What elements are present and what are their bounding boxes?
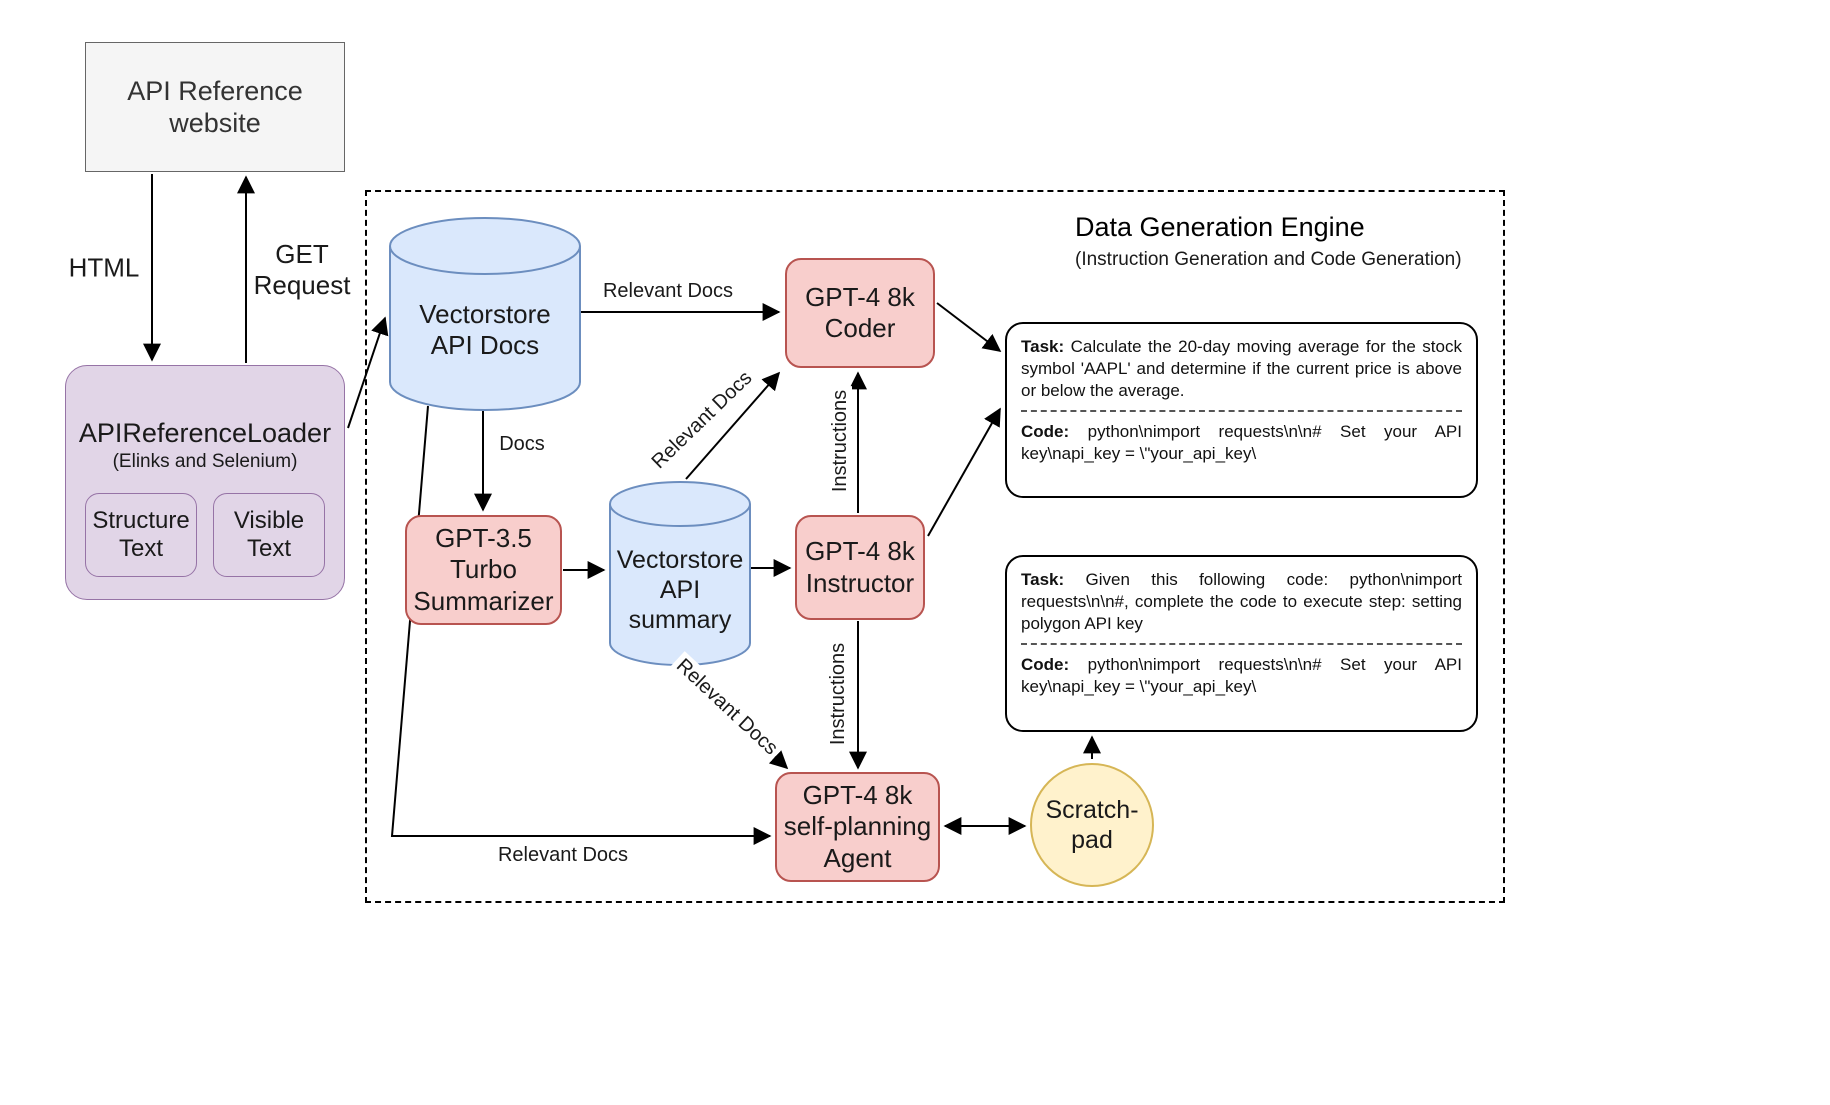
- task-code-divider: [1021, 410, 1462, 413]
- edge-label-instructions-top: Instructions: [828, 385, 852, 497]
- vectorstore-summary-cylinder-rim: [609, 503, 751, 527]
- loader-title: APIReferenceLoader: [78, 418, 332, 448]
- code-paragraph: Code: python\nimport requests\n\n# Set y…: [1021, 421, 1462, 465]
- engine-title: Data Generation Engine: [1075, 212, 1365, 242]
- edge-label-relevant-docs-top: Relevant Docs: [598, 279, 738, 303]
- output-task-code-sample-2: Task: Given this following code: python\…: [1005, 555, 1478, 732]
- task-code-divider: [1021, 643, 1462, 646]
- task-paragraph: Task: Given this following code: python\…: [1021, 569, 1462, 634]
- edge-label-docs: Docs: [495, 432, 549, 456]
- engine-boundary: [365, 190, 1505, 903]
- node-structure-text: Structure Text: [85, 493, 197, 577]
- output-task-code-sample-1: Task: Calculate the 20-day moving averag…: [1005, 322, 1478, 498]
- node-vectorstore-api-docs-label: Vectorstore API Docs: [419, 298, 551, 360]
- node-scratchpad: Scratch- pad: [1030, 763, 1154, 887]
- node-gpt4-self-planning-agent: GPT-4 8k self-planning Agent: [775, 772, 940, 882]
- task-text: Given this following code: python\nimpor…: [1021, 570, 1462, 633]
- node-vectorstore-api-summary-label: Vectorstore API summary: [616, 546, 744, 634]
- task-label: Task:: [1021, 570, 1065, 589]
- edge-label-relevant-docs-bottom: Relevant Docs: [493, 843, 633, 867]
- edge-label-get-request: GET Request: [253, 238, 351, 300]
- engine-subtitle: (Instruction Generation and Code Generat…: [1075, 249, 1462, 270]
- task-paragraph: Task: Calculate the 20-day moving averag…: [1021, 336, 1462, 401]
- edge-summary-to-coder: [685, 371, 781, 480]
- node-visible-text: Visible Text: [213, 493, 325, 577]
- node-gpt4-instructor: GPT-4 8k Instructor: [795, 515, 925, 620]
- loader-subtitle: (Elinks and Selenium): [112, 451, 298, 472]
- node-api-reference-loader: APIReferenceLoader (Elinks and Selenium)…: [65, 365, 345, 600]
- edge-instructor-to-output1: [927, 407, 1001, 537]
- code-label: Code:: [1021, 422, 1070, 442]
- task-label: Task:: [1021, 337, 1065, 356]
- node-api-reference-website: API Reference website: [85, 42, 345, 172]
- node-gpt4-coder: GPT-4 8k Coder: [785, 258, 935, 368]
- edge-coder-to-output1: [936, 302, 1002, 352]
- vectorstore-docs-cylinder: [389, 217, 581, 411]
- code-paragraph: Code: python\nimport requests\n\n# Set y…: [1021, 654, 1462, 698]
- vectorstore-docs-cylinder-rim: [389, 245, 581, 275]
- engine-heading: Data Generation Engine (Instruction Gene…: [1075, 212, 1462, 271]
- code-text: python\nimport requests\n\n# Set your AP…: [1021, 655, 1462, 696]
- code-text: python\nimport requests\n\n# Set your AP…: [1021, 422, 1462, 463]
- task-text: Calculate the 20-day moving average for …: [1021, 337, 1462, 400]
- loader-outputs-row: Structure Text Visible Text: [66, 493, 344, 577]
- edge-label-html: HTML: [68, 252, 140, 283]
- edge-label-instructions-bottom: Instructions: [826, 638, 850, 750]
- vectorstore-summary-cylinder: [609, 481, 751, 666]
- code-label: Code:: [1021, 655, 1070, 675]
- node-gpt35-turbo-summarizer: GPT-3.5 Turbo Summarizer: [405, 515, 562, 625]
